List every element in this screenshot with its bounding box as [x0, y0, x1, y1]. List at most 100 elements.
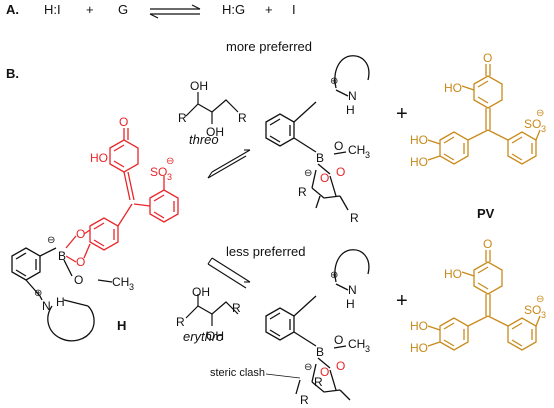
guest-label: G: [118, 2, 129, 17]
pv-label: PV: [477, 206, 495, 221]
svg-text:SO: SO: [524, 117, 541, 131]
svg-text:OH: OH: [190, 79, 208, 93]
panel-b-label: B.: [6, 66, 19, 81]
svg-text:HO: HO: [410, 155, 428, 169]
svg-text:H: H: [346, 297, 355, 311]
svg-text:HO: HO: [90, 151, 108, 165]
host-boronate-red: [65, 128, 179, 263]
svg-text:N: N: [348, 283, 357, 297]
pv-bottom-labels: O HO HO HO SO 3 ⊖: [410, 237, 546, 355]
svg-text:CH: CH: [348, 337, 365, 351]
svg-text:B: B: [316, 345, 324, 359]
bottom-complex-o-red: O O: [320, 359, 345, 379]
top-guest-complex: [265, 55, 370, 211]
equilibrium-arrow-top: [207, 149, 251, 179]
svg-text:R: R: [178, 111, 187, 125]
threo-diol-labels: OH OH R R: [178, 79, 247, 139]
steric-clash-label: steric clash: [210, 367, 266, 379]
svg-text:⊖: ⊖: [304, 168, 312, 179]
svg-text:⊕: ⊕: [34, 288, 42, 299]
svg-text:⊕: ⊕: [330, 270, 338, 281]
svg-text:O: O: [74, 273, 83, 287]
plus-sign-bottom: +: [396, 290, 408, 312]
svg-text:3: 3: [167, 172, 172, 182]
svg-text:O: O: [76, 255, 85, 269]
bottom-complex-labels: N ⊕ H B ⊖ O CH 3 R R: [300, 270, 370, 407]
threo-diol: [185, 92, 239, 124]
svg-text:CH: CH: [348, 143, 365, 157]
svg-text:HO: HO: [444, 267, 462, 281]
svg-text:O: O: [334, 139, 343, 153]
svg-text:OH: OH: [206, 329, 224, 343]
svg-text:HO: HO: [410, 319, 428, 333]
svg-text:OH: OH: [206, 125, 224, 139]
equilibrium-arrow-a: [149, 4, 201, 19]
pyrocatechol-violet-top: [427, 64, 541, 165]
svg-text:3: 3: [129, 282, 134, 292]
erythro-diol-labels: OH OH R R: [176, 285, 241, 343]
svg-text:R: R: [298, 185, 307, 199]
steric-clash-pointer: [265, 373, 301, 379]
indicator-label: I: [292, 2, 296, 17]
svg-text:R: R: [350, 211, 359, 225]
svg-text:O: O: [483, 51, 492, 65]
svg-text:B: B: [58, 249, 66, 263]
svg-text:R: R: [314, 375, 323, 389]
svg-text:N: N: [42, 299, 51, 313]
panel-a-label: A.: [6, 2, 19, 17]
svg-text:3: 3: [541, 310, 546, 320]
erythro-diol: [185, 294, 239, 326]
svg-text:R: R: [232, 301, 241, 315]
plus-sign: +: [86, 2, 94, 17]
svg-text:N: N: [348, 89, 357, 103]
svg-text:R: R: [238, 111, 247, 125]
svg-text:O: O: [483, 237, 492, 251]
host-molecule: [11, 247, 113, 342]
pyrocatechol-violet-bottom: [427, 250, 541, 351]
svg-text:⊕: ⊕: [330, 76, 338, 87]
svg-text:R: R: [300, 393, 309, 407]
svg-text:O: O: [336, 165, 345, 179]
svg-text:3: 3: [541, 124, 546, 134]
svg-text:H: H: [56, 295, 65, 309]
svg-text:3: 3: [365, 344, 370, 354]
svg-text:3: 3: [365, 150, 370, 160]
svg-text:SO: SO: [150, 165, 167, 179]
top-complex-labels: N ⊕ H B ⊖ O CH 3 R R: [298, 76, 370, 225]
svg-text:B: B: [316, 151, 324, 165]
host-label: H: [117, 318, 127, 333]
svg-text:O: O: [334, 333, 343, 347]
svg-text:H: H: [346, 103, 355, 117]
svg-text:⊖: ⊖: [304, 362, 312, 373]
svg-text:O: O: [320, 365, 329, 379]
svg-text:⊖: ⊖: [166, 156, 174, 167]
svg-text:O: O: [320, 171, 329, 185]
host-atom-labels: B ⊖ O O O CH 3 N ⊕ H O HO SO 3 ⊖: [34, 115, 174, 313]
bottom-guest-complex: [265, 249, 370, 401]
svg-text:R: R: [176, 315, 185, 329]
pv-top-labels: O HO HO HO SO 3 ⊖: [410, 51, 546, 169]
svg-text:OH: OH: [192, 285, 210, 299]
svg-text:⊖: ⊖: [536, 108, 544, 119]
top-complex-o-red: O O: [320, 165, 345, 185]
svg-text:HO: HO: [410, 133, 428, 147]
threo-label: threo: [189, 132, 219, 147]
svg-text:HO: HO: [444, 81, 462, 95]
svg-text:CH: CH: [112, 275, 129, 289]
complex-hg-label: H:G: [222, 2, 246, 17]
svg-text:SO: SO: [524, 303, 541, 317]
svg-text:O: O: [336, 359, 345, 373]
svg-text:⊖: ⊖: [536, 294, 544, 305]
svg-text:⊖: ⊖: [47, 235, 55, 246]
plus-sign: +: [265, 2, 273, 17]
more-preferred-label: more preferred: [226, 39, 312, 54]
svg-text:O: O: [76, 227, 85, 241]
erythro-label: erythro: [183, 329, 224, 344]
equilibrium-arrow-bottom: [207, 257, 251, 289]
svg-text:HO: HO: [410, 341, 428, 355]
svg-text:O: O: [119, 115, 128, 129]
plus-sign-top: +: [396, 103, 408, 125]
complex-hi-label: H:I: [44, 2, 61, 17]
less-preferred-label: less preferred: [226, 244, 306, 259]
